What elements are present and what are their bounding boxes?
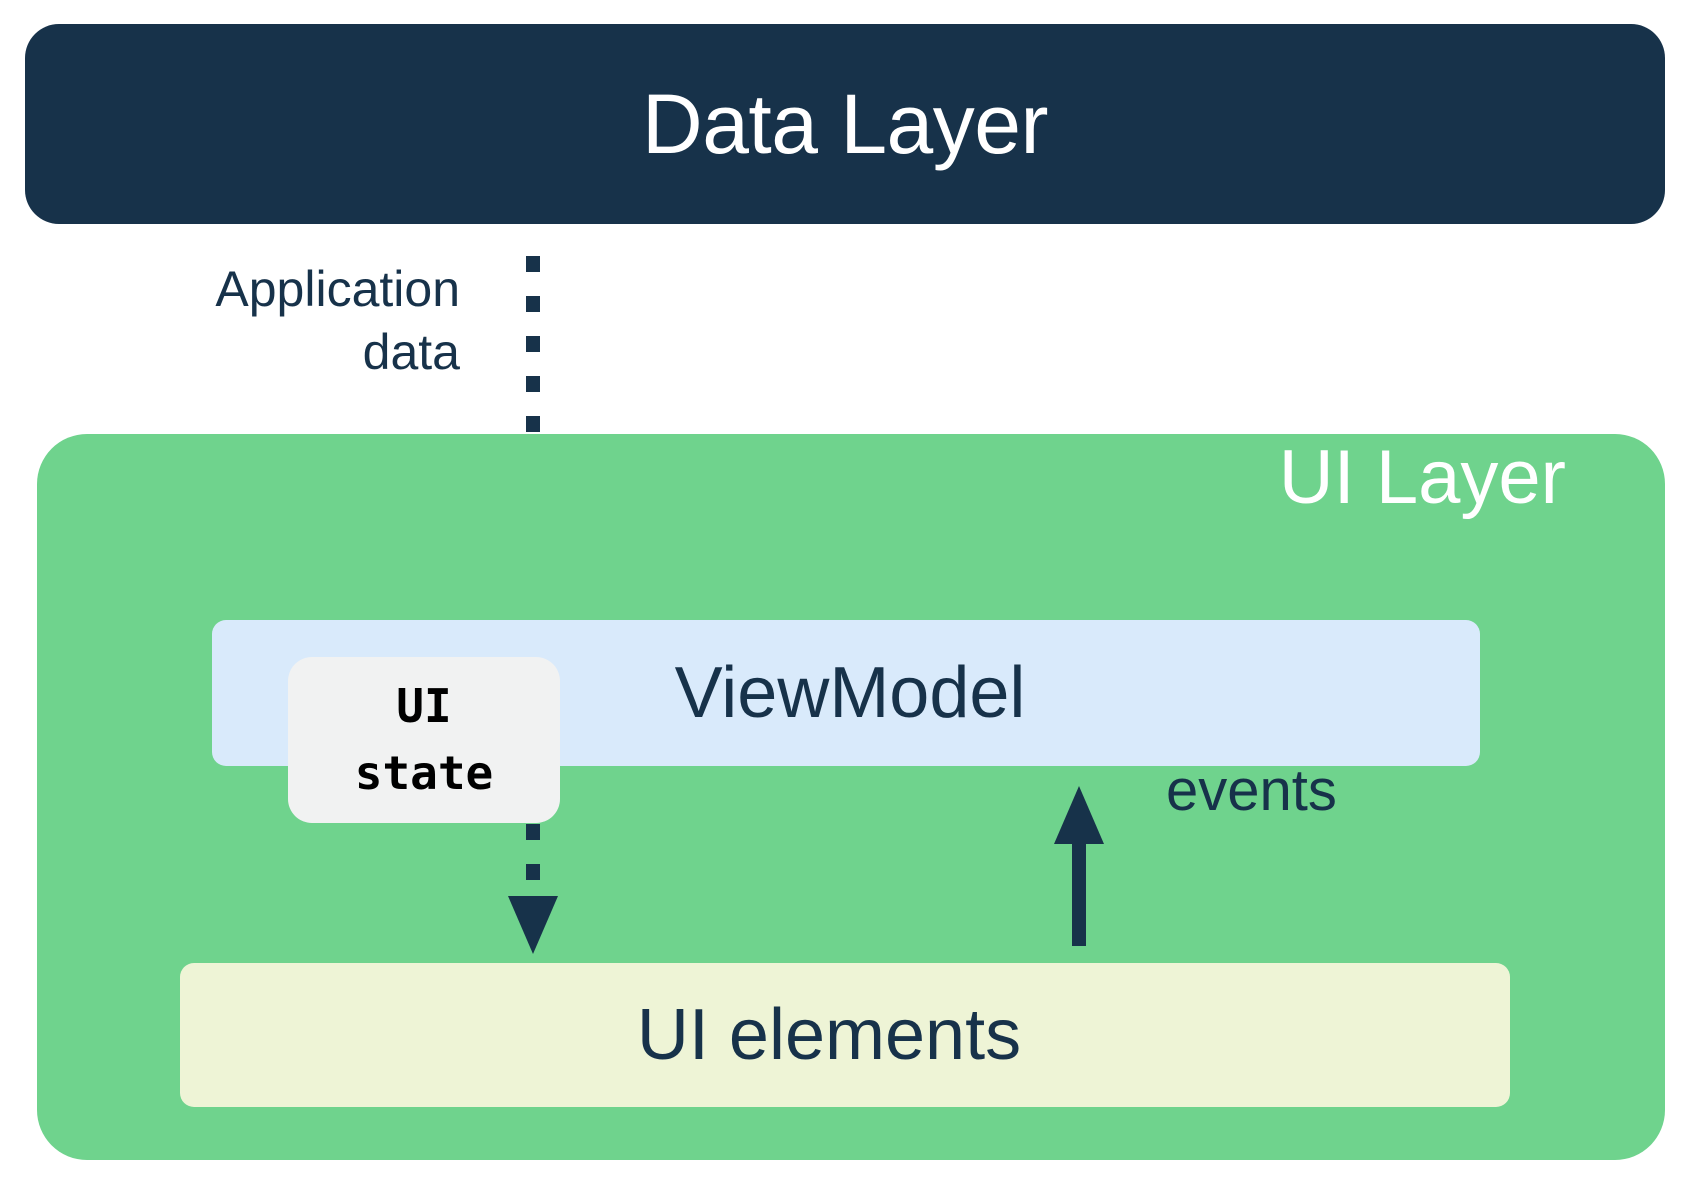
events-arrowhead-icon	[1054, 786, 1104, 844]
data-layer-box: Data Layer	[25, 24, 1665, 224]
data-layer-label: Data Layer	[642, 77, 1048, 171]
ui-state-chip-line1: UI	[396, 678, 452, 733]
ui-state-dotted-line	[526, 824, 540, 896]
application-data-label-line1: Application	[215, 261, 460, 317]
ui-elements-box	[180, 963, 1510, 1107]
ui-elements-label: UI elements	[636, 995, 1022, 1075]
application-data-label: Application data	[130, 258, 460, 383]
events-arrow-shaft	[1072, 840, 1086, 946]
events-label: events	[1166, 758, 1337, 823]
ui-state-chip: UI state	[288, 657, 560, 823]
application-data-label-line2: data	[362, 323, 460, 380]
viewmodel-label: ViewModel	[674, 653, 1026, 733]
ui-layer-label: UI Layer	[1278, 435, 1566, 520]
ui-state-chip-line2: state	[354, 746, 494, 800]
ui-state-arrowhead-icon	[508, 896, 558, 954]
